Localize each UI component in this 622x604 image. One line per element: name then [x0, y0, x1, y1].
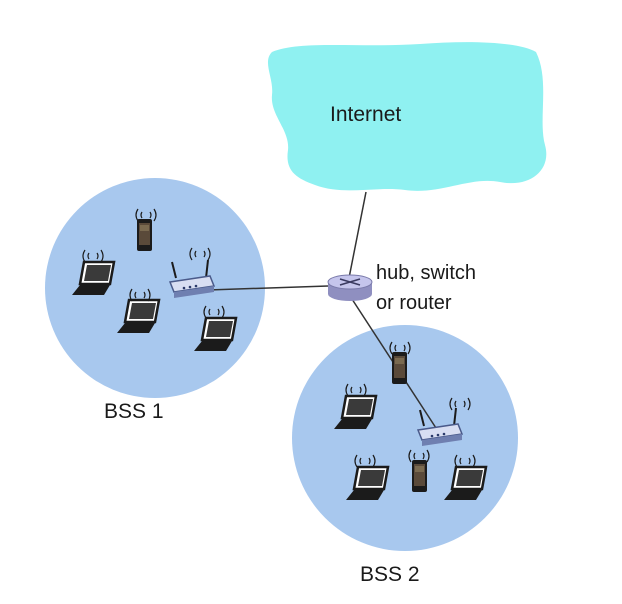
internet-cloud	[267, 42, 547, 191]
internet-label: Internet	[330, 103, 402, 126]
hub-label-line1: hub, switch	[376, 262, 477, 284]
phone-icon	[137, 219, 152, 251]
link-ap1-router	[207, 285, 329, 291]
link-internet-router	[348, 191, 367, 279]
phone-icon	[412, 460, 427, 492]
phone-icon	[392, 352, 407, 384]
router-icon	[327, 274, 373, 301]
bss2-label: BSS 2	[360, 563, 420, 586]
hub-label-line2: or router	[376, 292, 452, 314]
bss1-label: BSS 1	[104, 400, 164, 423]
